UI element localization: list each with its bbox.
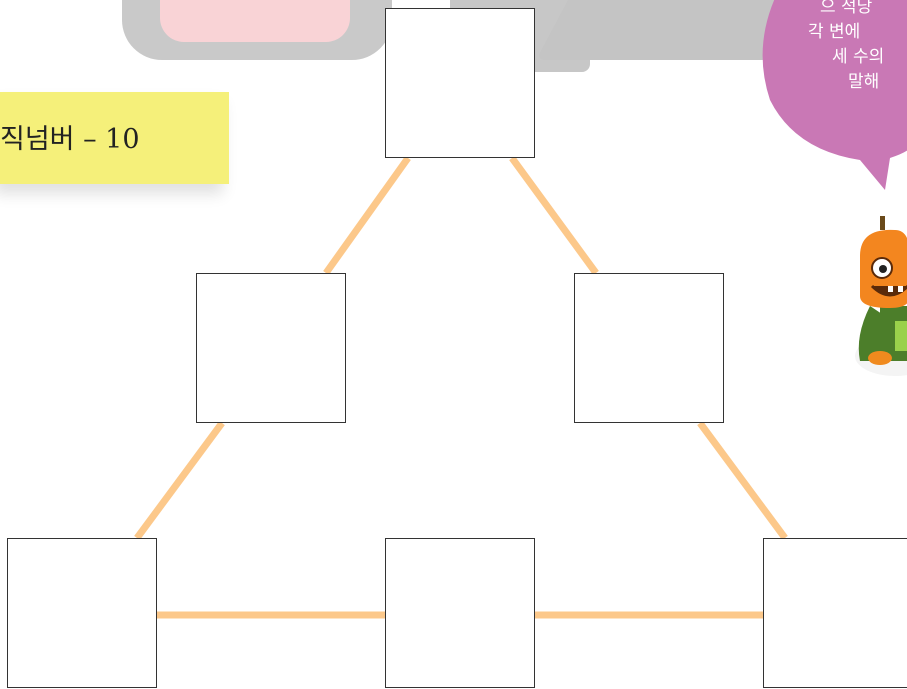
number-box-top[interactable] (385, 8, 535, 158)
pumpkin-mascot-icon (850, 216, 907, 376)
number-box-bottom-middle[interactable] (385, 538, 535, 688)
bubble-text-line-2: 각 변에 (808, 17, 860, 42)
line-top-to-midright (512, 158, 596, 273)
number-box-bottom-right[interactable] (763, 538, 907, 688)
bubble-text-line-4: 말해 (848, 67, 879, 92)
number-box-middle-right[interactable] (574, 273, 724, 423)
line-midright-to-botright (700, 423, 785, 538)
line-midleft-to-botleft (137, 423, 222, 538)
number-box-bottom-left[interactable] (7, 538, 157, 688)
bubble-text-line-1: 으 적당 (820, 0, 872, 17)
number-box-middle-left[interactable] (196, 273, 346, 423)
line-top-to-midleft (326, 158, 408, 273)
bubble-text-line-3: 세 수의 (832, 42, 884, 67)
